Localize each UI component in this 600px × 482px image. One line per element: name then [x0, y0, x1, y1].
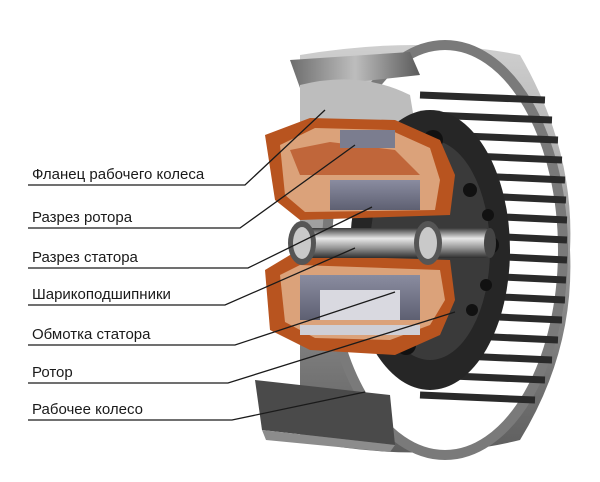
lower-section [265, 255, 455, 355]
label-ball-bearings: Шарикоподшипники [32, 286, 171, 304]
label-rotor: Ротор [32, 364, 73, 382]
label-rotor-section: Разрез ротора [32, 209, 132, 227]
label-stator-winding: Обмотка статора [32, 326, 150, 344]
label-impeller: Рабочее колесо [32, 401, 143, 419]
label-impeller-flange: Фланец рабочего колеса [32, 166, 204, 184]
label-stator-section: Разрез статора [32, 249, 138, 267]
